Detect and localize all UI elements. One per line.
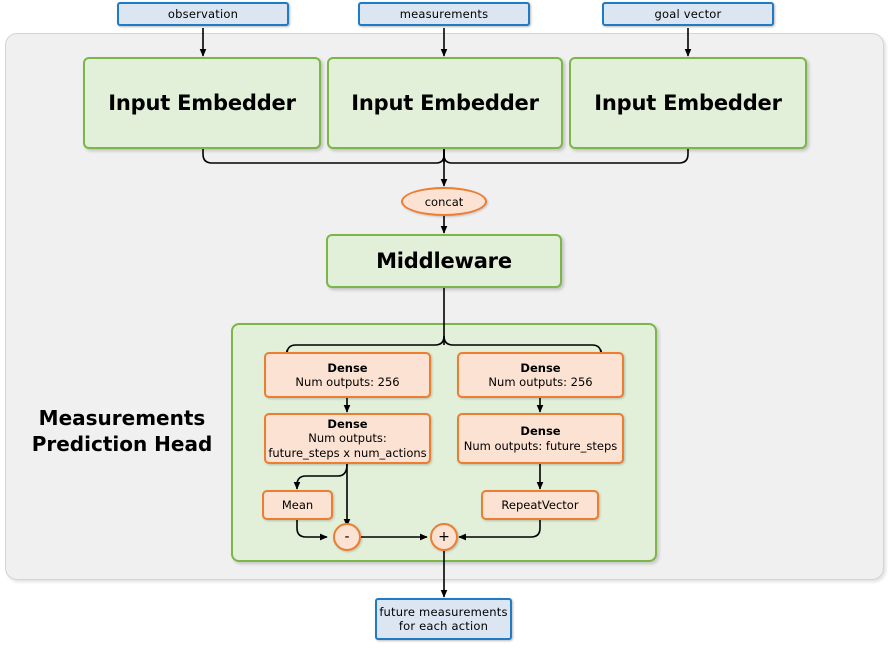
- input-measurements[interactable]: measurements: [358, 2, 530, 26]
- left-dense-future-outputs-value: future_steps x num_actions: [268, 445, 427, 460]
- left-dense-256-title: Dense: [327, 360, 368, 375]
- output-line-2: for each action: [398, 619, 489, 633]
- input-embedder-observation-label: Input Embedder: [108, 91, 296, 115]
- input-embedder-measurements[interactable]: Input Embedder: [327, 57, 563, 149]
- right-dense-256-title: Dense: [520, 360, 561, 375]
- head-label-line-2: Prediction Head: [31, 432, 213, 456]
- mean-node[interactable]: Mean: [262, 490, 333, 520]
- right-dense-256[interactable]: Dense Num outputs: 256: [457, 352, 624, 398]
- output-line-1: future measurements: [379, 605, 508, 619]
- left-dense-future-steps-actions[interactable]: Dense Num outputs: future_steps x num_ac…: [264, 413, 431, 464]
- input-embedder-observation[interactable]: Input Embedder: [83, 57, 321, 149]
- output-future-measurements[interactable]: future measurements for each action: [375, 598, 512, 640]
- right-dense-256-outputs: Num outputs: 256: [488, 375, 593, 389]
- middleware-label: Middleware: [376, 249, 512, 273]
- concat-label: concat: [424, 194, 464, 209]
- middleware-node[interactable]: Middleware: [326, 234, 562, 288]
- subtract-operator[interactable]: -: [333, 523, 361, 551]
- input-measurements-label: measurements: [399, 7, 489, 21]
- input-embedder-measurements-label: Input Embedder: [351, 91, 539, 115]
- head-label-line-1: Measurements: [38, 406, 206, 430]
- input-goal-vector-label: goal vector: [654, 7, 722, 21]
- input-observation-label: observation: [167, 7, 239, 21]
- add-operator-symbol: +: [438, 529, 450, 545]
- subtract-operator-symbol: -: [344, 529, 350, 545]
- left-dense-256-outputs: Num outputs: 256: [295, 375, 400, 389]
- input-observation[interactable]: observation: [117, 2, 289, 26]
- input-embedder-goal-vector[interactable]: Input Embedder: [569, 57, 807, 149]
- right-dense-future-title: Dense: [520, 424, 561, 438]
- concat-node[interactable]: concat: [401, 187, 487, 216]
- mean-label: Mean: [281, 497, 314, 512]
- right-dense-future-outputs: Num outputs: future_steps: [463, 438, 618, 453]
- left-dense-future-title: Dense: [327, 416, 368, 431]
- repeat-vector-label: RepeatVector: [501, 497, 579, 512]
- left-dense-future-outputs-label: Num outputs:: [308, 431, 387, 446]
- left-dense-256[interactable]: Dense Num outputs: 256: [264, 352, 431, 398]
- input-embedder-goal-vector-label: Input Embedder: [594, 91, 782, 115]
- input-goal-vector[interactable]: goal vector: [602, 2, 774, 26]
- repeat-vector-node[interactable]: RepeatVector: [481, 490, 599, 520]
- add-operator[interactable]: +: [430, 523, 458, 551]
- measurements-prediction-head-label: Measurements Prediction Head: [22, 405, 222, 457]
- right-dense-future-steps[interactable]: Dense Num outputs: future_steps: [457, 413, 624, 464]
